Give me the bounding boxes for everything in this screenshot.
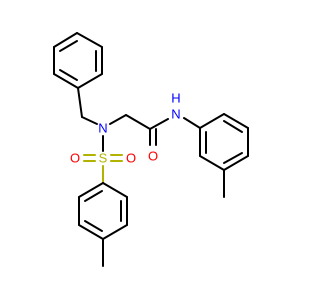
nitrogen-sulfonamide-label: N (98, 121, 107, 136)
oxygen-carbonyl-label: O (148, 149, 158, 164)
bond (223, 155, 249, 171)
oxygen-sulfonyl-right-label: O (126, 151, 136, 166)
bond (59, 69, 78, 81)
hydrogen-amide-label: H (171, 91, 180, 106)
bond (125, 114, 151, 130)
bond (84, 220, 103, 232)
bond (223, 152, 243, 164)
tolyl-ring (199, 113, 249, 171)
bond (76, 32, 103, 48)
nitrogen-amide-label: N (171, 107, 180, 122)
tosyl-ring (78, 182, 128, 240)
molecule-structure: N O N H S (0, 0, 300, 300)
bond (59, 40, 78, 52)
bond (199, 113, 225, 129)
bond (78, 224, 104, 240)
bond (81, 116, 98, 125)
bond (53, 73, 79, 89)
oxygen-sulfonyl-left-label: O (70, 151, 80, 166)
bond (84, 190, 103, 202)
bond (149, 118, 169, 130)
bond (109, 114, 127, 125)
bond (77, 73, 103, 89)
bond (102, 224, 128, 240)
bond (223, 113, 249, 129)
bond (199, 155, 225, 171)
background (0, 0, 300, 300)
bond (77, 87, 83, 118)
sulfur-label: S (99, 151, 108, 166)
bond (53, 32, 78, 48)
bond (183, 117, 201, 129)
bond (102, 182, 128, 198)
bond (223, 120, 243, 133)
bond (78, 182, 104, 198)
structure-canvas: N O N H S (0, 0, 300, 300)
benzyl-ring (53, 32, 103, 89)
